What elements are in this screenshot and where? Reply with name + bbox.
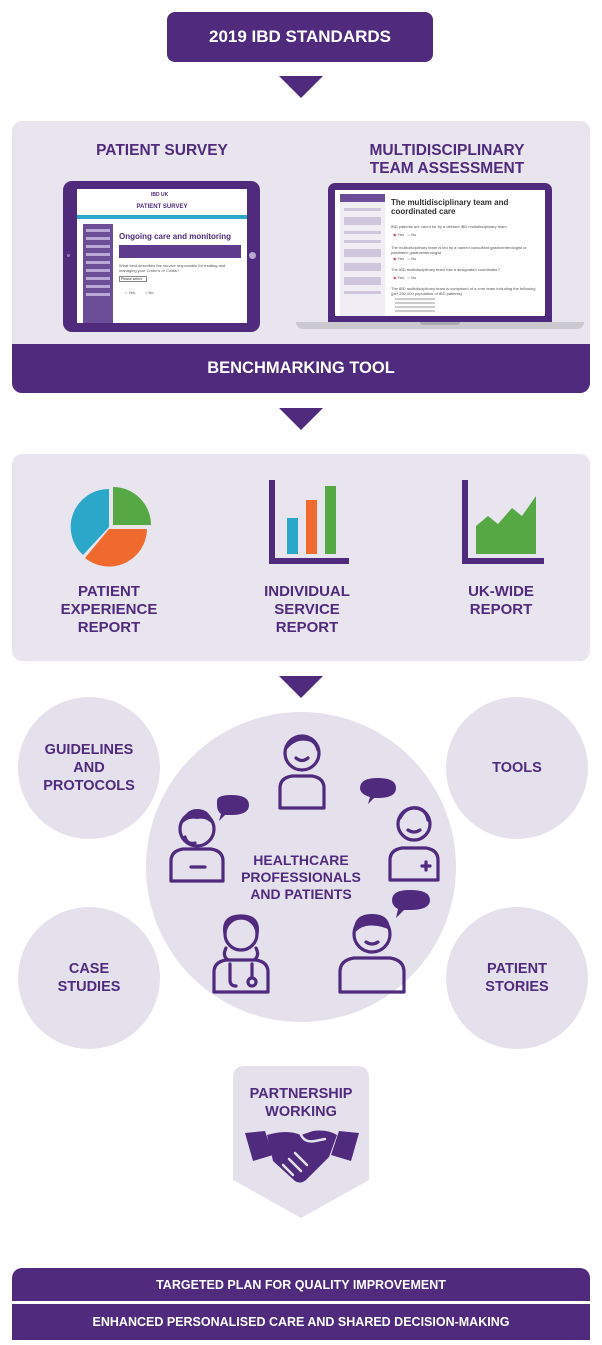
laptop-q4: The IBD multidisciplinary team is compri…	[391, 286, 536, 296]
laptop-q4-list	[395, 298, 435, 314]
person-icon	[278, 734, 326, 810]
tablet-blue-strip	[77, 215, 247, 219]
female-doctor-icon	[212, 914, 270, 994]
tablet-page-title: PATIENT SURVEY	[136, 204, 188, 210]
laptop-q2-radios: ◉ Yes ○ No	[393, 256, 417, 261]
area-chart-icon	[462, 480, 544, 564]
bar-orange	[306, 500, 317, 554]
nurse-with-headset-icon	[169, 795, 249, 883]
survey-heading: PATIENT SURVEY	[96, 142, 228, 159]
case-studies-circle: CASE STUDIES	[18, 907, 160, 1049]
laptop-q1: IBD patients are cared for by a defined …	[391, 224, 507, 229]
tablet-camera	[67, 254, 70, 257]
report-label-individual-service: INDIVIDUAL SERVICE REPORT	[264, 583, 350, 636]
laptop-q2: The multidisciplinary team is led by a n…	[391, 245, 527, 255]
pie-chart-icon	[70, 487, 151, 567]
laptop-q3-radios: ◉ Yes ○ No	[393, 275, 417, 280]
pie-slice-blue	[70, 488, 109, 555]
bar-green	[325, 486, 336, 554]
tablet-question: What best describes the service responsi…	[119, 263, 226, 273]
doctor-icon	[360, 778, 440, 882]
tablet-info-box	[119, 245, 241, 258]
tools-circle: TOOLS	[446, 697, 588, 839]
speech-bubble-icon	[360, 778, 396, 804]
assessment-heading: MULTIDISCIPLINARY TEAM ASSESSMENT	[369, 142, 525, 177]
tablet-select: Please select	[119, 276, 147, 282]
tablet-device: IBD UK PATIENT SURVEY Ongoing care and m…	[63, 181, 260, 332]
title-text: 2019 IBD STANDARDS	[208, 27, 391, 46]
central-label: HEALTHCARE PROFESSIONALS AND PATIENTS	[241, 852, 361, 902]
laptop-lid: The multidisciplinary team and coordinat…	[328, 183, 552, 322]
laptop-screen: The multidisciplinary team and coordinat…	[335, 190, 545, 316]
outcome-quality-improvement: TARGETED PLAN FOR QUALITY IMPROVEMENT	[12, 1268, 590, 1301]
tablet-screen: IBD UK PATIENT SURVEY Ongoing care and m…	[77, 189, 247, 323]
patient-stories-circle: PATIENT STORIES	[446, 907, 588, 1049]
tablet-brand: IBD UK	[151, 192, 169, 198]
laptop-q3: The IBD multidisciplinary team has a des…	[391, 267, 500, 272]
speech-bubble-icon	[217, 795, 249, 821]
title-banner: 2019 IBD STANDARDS	[167, 12, 433, 62]
arrow-down-icon	[279, 676, 323, 698]
speech-bubble-icon	[392, 890, 430, 918]
arrow-down-icon	[279, 408, 323, 430]
area-green	[476, 496, 536, 554]
laptop-device: The multidisciplinary team and coordinat…	[296, 183, 584, 335]
tablet-home-button	[249, 252, 256, 259]
handshake-icon	[245, 1130, 359, 1183]
patient-icon	[338, 890, 430, 994]
tablet-radio-no: ○ No	[145, 290, 154, 295]
partnership-label: PARTNERSHIP WORKING	[249, 1086, 353, 1120]
laptop-sidebar	[340, 194, 385, 316]
tablet-section-title: Ongoing care and monitoring	[119, 232, 231, 241]
report-label-patient-experience: PATIENT EXPERIENCE REPORT	[60, 583, 158, 636]
bar-chart-icon	[269, 480, 349, 564]
tablet-sidebar	[83, 224, 113, 323]
laptop-title: The multidisciplinary team and coordinat…	[391, 198, 509, 216]
pie-slice-green	[113, 487, 151, 525]
arrow-down-icon	[279, 76, 323, 98]
report-label-uk-wide: UK-WIDE REPORT	[468, 583, 534, 618]
bar-blue	[287, 518, 298, 554]
tablet-radio-yes: ○ Yes	[125, 290, 135, 295]
outcome-divider	[12, 1301, 590, 1304]
laptop-base	[296, 322, 584, 329]
benchmarking-tool-bar: BENCHMARKING TOOL	[12, 344, 590, 393]
guidelines-circle: GUIDELINES AND PROTOCOLS	[18, 697, 160, 839]
laptop-q1-radios: ◉ Yes ○ No	[393, 232, 417, 237]
pie-slice-orange	[85, 529, 147, 567]
outcome-personalised-care: ENHANCED PERSONALISED CARE AND SHARED DE…	[12, 1304, 590, 1340]
